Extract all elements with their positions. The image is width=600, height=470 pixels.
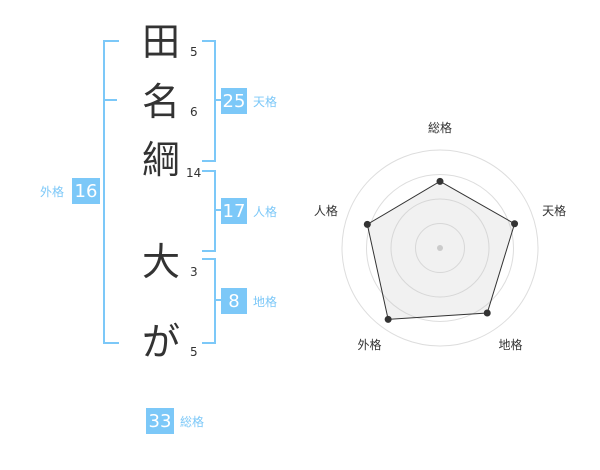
chikaku-label: 地格 — [253, 295, 278, 309]
name-char-2: 名 — [142, 80, 181, 124]
name-char-1: 田 — [142, 20, 181, 64]
jinkaku-connector — [215, 209, 222, 211]
soukaku-label: 総格 — [180, 415, 205, 429]
stroke-count-4: 3 — [190, 265, 198, 279]
radar-grid-ring — [390, 198, 490, 298]
jinkaku-bracket — [202, 170, 216, 252]
name-char-5: が — [142, 320, 181, 364]
stroke-count-5: 5 — [190, 345, 198, 359]
radar-axis-label: 総格 — [428, 120, 452, 135]
stroke-count-1: 5 — [190, 45, 198, 59]
jinkaku-label: 人格 — [253, 205, 278, 219]
radar-axis-label: 外格 — [357, 337, 381, 352]
radar-grid — [341, 149, 539, 347]
radar-point — [511, 220, 519, 228]
radar-grid-ring — [415, 223, 465, 273]
radar-axis-label: 人格 — [314, 203, 338, 218]
name-char-3: 綱 — [142, 138, 181, 182]
radar-point — [384, 315, 392, 323]
chikaku-value-box: 8 — [221, 288, 247, 314]
tenkaku-label: 天格 — [253, 95, 278, 109]
radar-shape — [366, 180, 516, 320]
radar-axis-label: 天格 — [542, 203, 566, 218]
radar-point — [363, 220, 371, 228]
gaikaku-bracket-mid-tick — [103, 99, 117, 101]
stroke-count-3: 14 — [186, 166, 202, 180]
radar-series-polygon — [366, 180, 516, 320]
soukaku-value-box: 33 — [146, 408, 174, 434]
name-char-4: 大 — [142, 240, 181, 284]
tenkaku-connector — [215, 99, 222, 101]
radar-points — [363, 177, 519, 323]
gaikaku-label: 外格 — [40, 185, 65, 199]
jinkaku-value-box: 17 — [221, 198, 247, 224]
tenkaku-bracket — [202, 40, 216, 162]
radar-center-dot — [437, 245, 443, 251]
radar-point — [483, 309, 491, 317]
gaikaku-value-box: 16 — [72, 178, 100, 204]
chikaku-bracket — [202, 258, 216, 344]
stroke-count-2: 6 — [190, 105, 198, 119]
tenkaku-value-box: 25 — [221, 88, 247, 114]
radar-point — [436, 177, 444, 185]
chikaku-connector — [215, 299, 222, 301]
radar-axis-label: 地格 — [499, 337, 523, 352]
gaikaku-bracket — [103, 40, 119, 344]
radar-grid-ring — [366, 174, 514, 322]
